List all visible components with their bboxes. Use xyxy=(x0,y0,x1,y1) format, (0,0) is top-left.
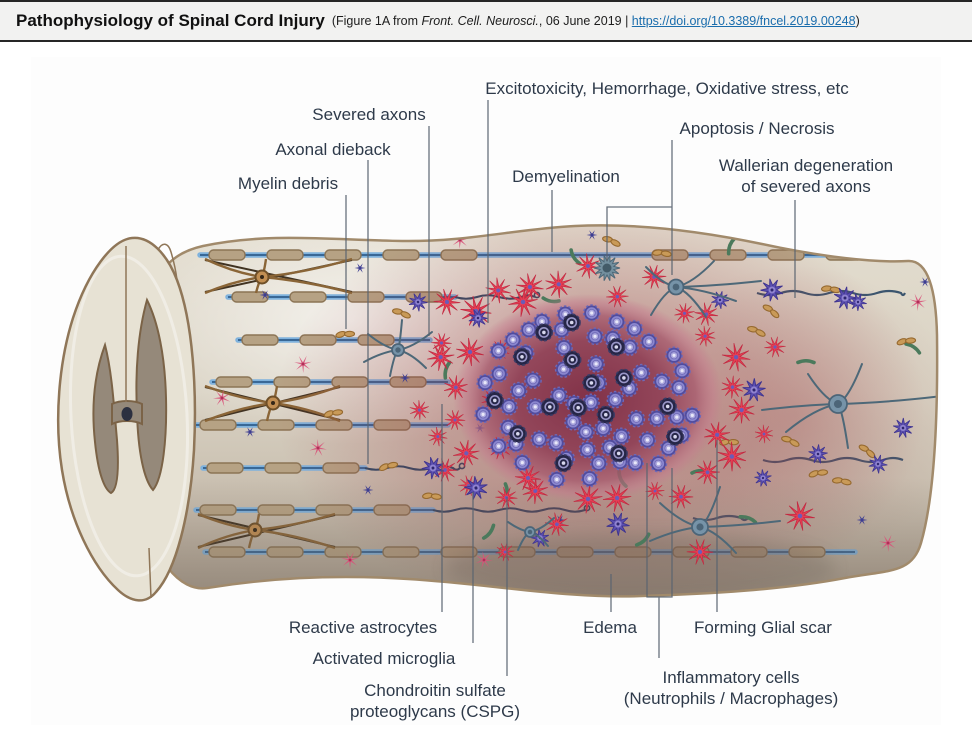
citation-journal: Front. Cell. Neurosci. xyxy=(421,14,539,28)
macrophage-icon xyxy=(609,444,628,463)
figure-header-bar: Pathophysiology of Spinal Cord Injury (F… xyxy=(0,0,972,42)
myelin-sheath-icon xyxy=(241,334,279,346)
degenerating-neuron-icon xyxy=(649,486,781,554)
macrophage-icon xyxy=(508,424,528,443)
macrophage-icon xyxy=(568,398,588,417)
macrophage-icon xyxy=(562,313,581,332)
macrophage-icon xyxy=(540,397,560,417)
myelin-sheath-icon xyxy=(231,291,269,303)
myelin-sheath-icon xyxy=(215,376,253,388)
citation-prefix: (Figure 1A from xyxy=(331,14,422,28)
macrophage-icon xyxy=(563,350,582,369)
page-title: Pathophysiology of Spinal Cord Injury xyxy=(16,11,325,30)
myelin-sheath-icon xyxy=(199,419,237,431)
macrophage-icon xyxy=(658,397,677,416)
central-canal xyxy=(121,407,133,421)
macrophage-icon xyxy=(607,337,626,357)
degenerating-neuron-icon xyxy=(507,517,555,551)
macrophage-icon xyxy=(665,427,685,446)
degenerating-neuron-icon xyxy=(363,319,433,377)
citation-date: , 06 June 2019 | xyxy=(538,14,632,28)
degenerating-neuron-icon xyxy=(645,260,762,318)
doi-link[interactable]: https://doi.org/10.3389/fncel.2019.00248 xyxy=(631,14,856,28)
macrophage-icon xyxy=(582,373,601,393)
macrophage-icon xyxy=(512,347,532,366)
citation-suffix: ) xyxy=(855,14,860,28)
macrophage-icon xyxy=(534,323,554,342)
label-connector-lines xyxy=(345,100,796,676)
myelin-sheath-icon xyxy=(208,249,246,261)
macrophage-icon xyxy=(554,453,573,473)
macrophage-icon xyxy=(614,368,634,388)
myelin-sheath-icon xyxy=(324,249,362,261)
myelin-sheath-icon xyxy=(266,249,304,261)
cord-contents xyxy=(135,225,938,597)
myelin-sheath-icon xyxy=(206,462,244,474)
cord-cross-section xyxy=(56,236,197,602)
macrophage-icon xyxy=(485,391,504,410)
propriospinal-neuron-icon xyxy=(204,257,353,295)
macrophage-icon xyxy=(596,405,616,424)
gray-matter-right xyxy=(135,297,168,492)
citation: (Figure 1A from Front. Cell. Neurosci., … xyxy=(332,14,860,28)
degenerating-neuron-icon xyxy=(761,363,938,449)
apoptotic-neurons xyxy=(363,254,938,554)
